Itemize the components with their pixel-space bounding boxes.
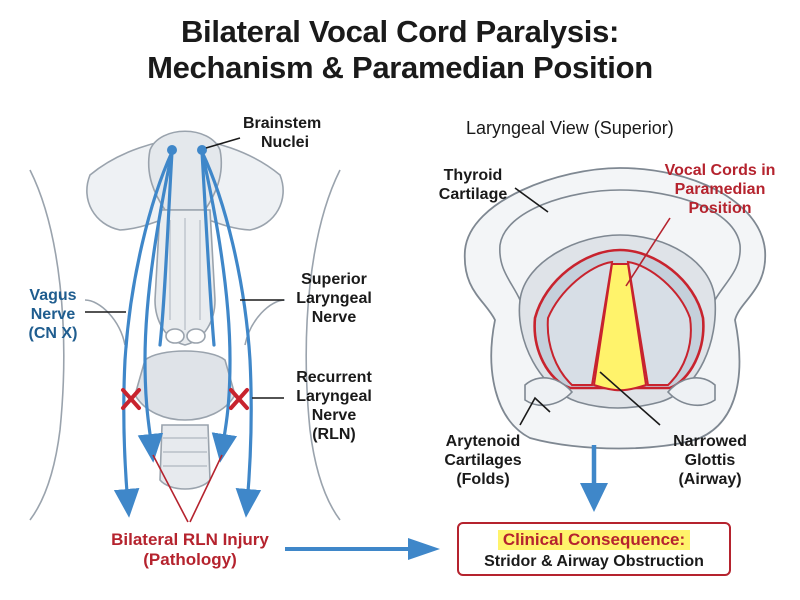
narrowed-glottis-label: Narrowed Glottis (Airway) (673, 433, 747, 488)
clinical-consequence-body: Stridor & Airway Obstruction (484, 553, 704, 570)
recurrent-laryngeal-nerve-label: Recurrent Laryngeal Nerve (RLN) (296, 369, 372, 443)
clinical-consequence-box: Clinical Consequence: Stridor & Airway O… (457, 522, 731, 576)
left-leader-lines (85, 137, 284, 399)
neck-anatomy (29, 130, 341, 521)
injury-x-right-icon (229, 388, 249, 410)
injury-leader-lines (152, 454, 223, 523)
title-line-2: Mechanism & Paramedian Position (147, 50, 653, 85)
nerves-left (113, 150, 174, 518)
cords-leader-line (625, 217, 671, 287)
vagus-nerve-label: Vagus Nerve (CN X) (28, 287, 78, 342)
title-line-1: Bilateral Vocal Cord Paralysis: (180, 14, 620, 49)
injury-x-left-icon (121, 388, 141, 410)
glottis-airway-icon (592, 263, 648, 392)
brainstem-nuclei-label: Brainstem Nuclei (243, 115, 322, 151)
laryngeal-view-title: Laryngeal View (Superior) (466, 118, 674, 138)
vocal-cords-position-label: Vocal Cords in Paramedian Position (664, 162, 776, 217)
thyroid-cartilage-label: Thyroid Cartilage (438, 167, 508, 203)
right-leader-lines (514, 187, 661, 426)
larynx-superior-view (463, 167, 766, 450)
arytenoid-cartilages-label: Arytenoid Cartilages (Folds) (444, 433, 522, 488)
nucleus-right-icon (197, 145, 207, 155)
nucleus-left-icon (167, 145, 177, 155)
superior-laryngeal-nerve-label: Superior Laryngeal Nerve (296, 271, 372, 326)
pathology-arrow-icon (285, 538, 440, 560)
nerves-right (200, 150, 262, 518)
consequence-down-arrow-icon (580, 445, 608, 512)
clinical-consequence-heading: Clinical Consequence: (497, 530, 691, 550)
page-title: Bilateral Vocal Cord Paralysis: Mechanis… (0, 14, 800, 86)
bilateral-rln-injury-label: Bilateral RLN Injury (Pathology) (111, 530, 269, 569)
